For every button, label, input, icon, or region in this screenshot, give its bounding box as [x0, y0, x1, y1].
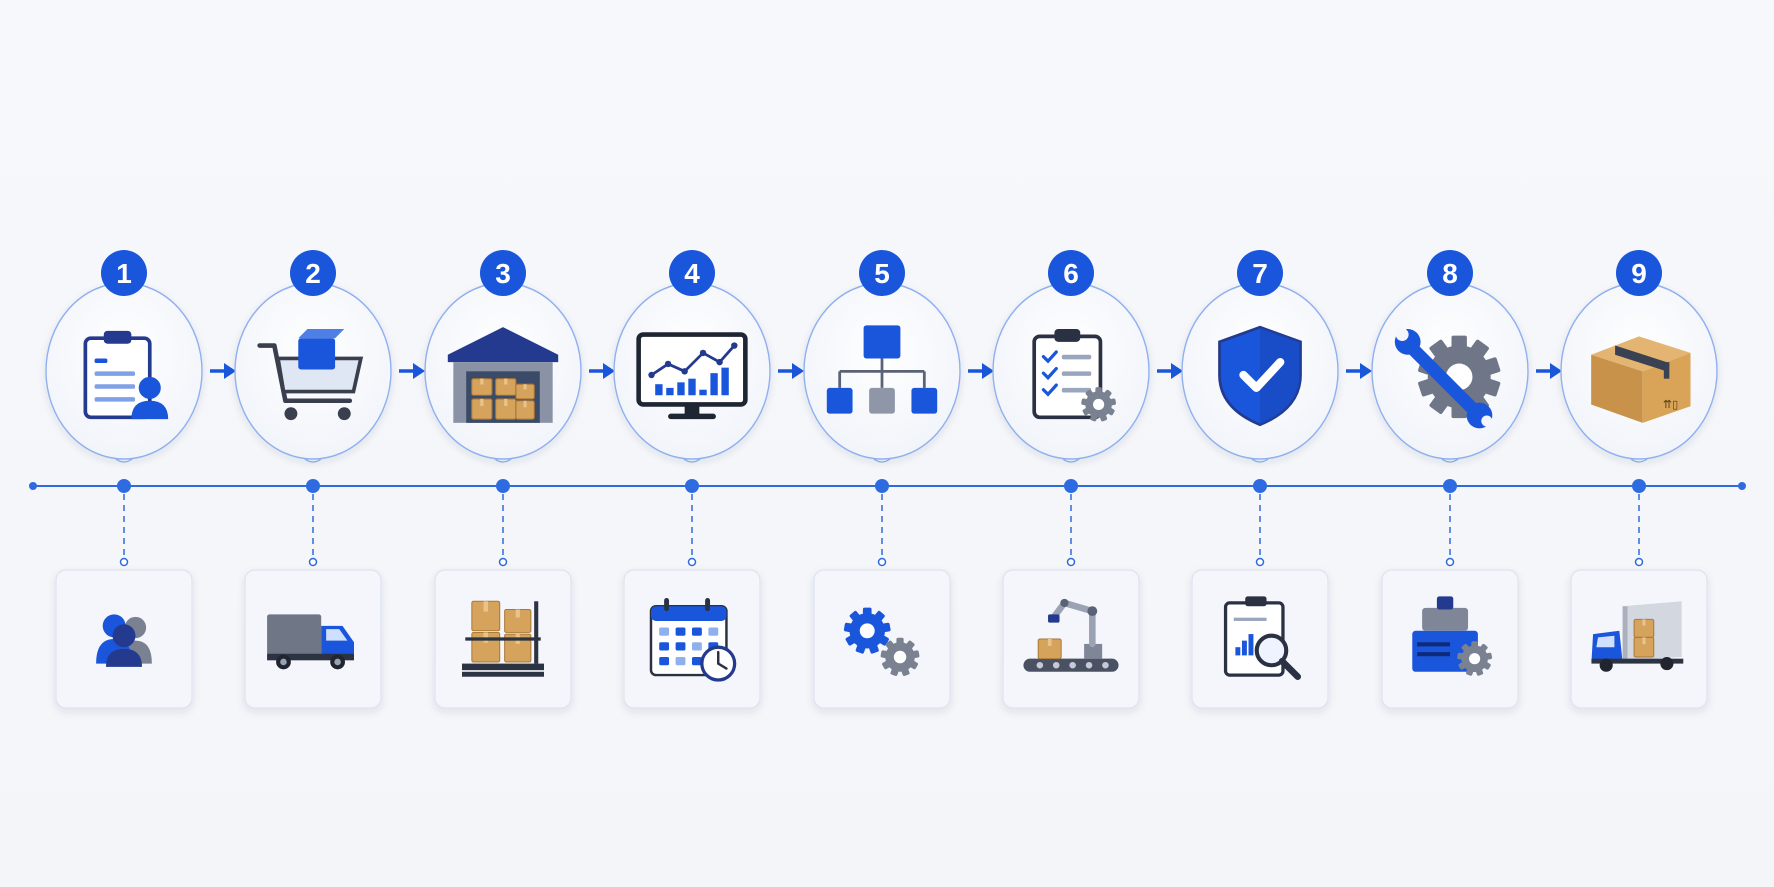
- step-8: 8: [1371, 250, 1529, 709]
- warehouse-icon: [447, 327, 559, 423]
- step-number-badge: 1: [101, 250, 147, 296]
- timeline-node: [1253, 479, 1267, 493]
- connector-end-dot: [1066, 557, 1076, 567]
- timeline-end-dot: [1738, 482, 1746, 490]
- connector-end-dot: [308, 557, 318, 567]
- wrench-gear-icon: [1394, 328, 1501, 429]
- connector-end-dot: [1445, 557, 1455, 567]
- detail-card: [1002, 569, 1140, 709]
- timeline-node: [306, 479, 320, 493]
- step-2: 2: [234, 250, 392, 709]
- step-number: 6: [1063, 258, 1079, 289]
- calendar-clock-icon: [649, 598, 737, 682]
- step-number-badge: 3: [480, 250, 526, 296]
- timeline-node: [875, 479, 889, 493]
- connector-end-dot: [877, 557, 887, 567]
- machine-gear-icon: [1412, 596, 1493, 676]
- timeline-node: [685, 479, 699, 493]
- gears-icon: [843, 607, 920, 676]
- flow-arrow: [1536, 363, 1562, 379]
- flow-arrow: [210, 363, 236, 379]
- timeline-node: [1632, 479, 1646, 493]
- step-7: 7: [1181, 250, 1339, 709]
- step-6: 6: [992, 250, 1150, 709]
- step-number-badge: 8: [1427, 250, 1473, 296]
- timeline-node: [1064, 479, 1078, 493]
- step-5: 5: [803, 250, 961, 709]
- shield-check-icon: [1218, 325, 1302, 427]
- flow-arrow: [589, 363, 615, 379]
- clipboard-user-icon: [83, 330, 169, 420]
- shopping-cart-icon: [257, 329, 364, 421]
- package-box-icon: ⇈▯: [1591, 336, 1691, 423]
- users-icon: [96, 614, 152, 667]
- connector-end-dot: [1634, 557, 1644, 567]
- step-number-badge: 2: [290, 250, 336, 296]
- step-9: 9 ⇈▯: [1560, 250, 1718, 709]
- pallet-boxes-icon: [462, 600, 544, 677]
- step-number-badge: 6: [1048, 250, 1094, 296]
- timeline-start-dot: [29, 482, 37, 490]
- step-number-badge: 9: [1616, 250, 1662, 296]
- step-number: 9: [1631, 258, 1647, 289]
- svg-text:⇈▯: ⇈▯: [1663, 398, 1678, 411]
- step-1: 1: [45, 250, 203, 709]
- delivery-truck-icon: [267, 614, 354, 670]
- step-number: 8: [1442, 258, 1458, 289]
- step-number-badge: 4: [669, 250, 715, 296]
- timeline-node: [1443, 479, 1457, 493]
- step-number: 7: [1252, 258, 1268, 289]
- connector-end-dot: [687, 557, 697, 567]
- flow-arrow: [399, 363, 425, 379]
- robotic-arm-conveyor-icon: [1023, 598, 1119, 672]
- step-number: 5: [874, 258, 890, 289]
- checklist-gear-icon: [1032, 329, 1116, 422]
- hierarchy-icon: [826, 325, 938, 414]
- flow-arrow: [1346, 363, 1372, 379]
- step-4: 4: [613, 250, 771, 709]
- step-number: 3: [495, 258, 511, 289]
- connector-end-dot: [1255, 557, 1265, 567]
- timeline-node: [117, 479, 131, 493]
- step-number-badge: 5: [859, 250, 905, 296]
- box-truck-icon: [1591, 601, 1684, 672]
- analytics-monitor-icon: [636, 332, 748, 420]
- step-3: 3: [424, 250, 582, 709]
- report-magnifier-icon: [1223, 596, 1301, 680]
- flow-arrow: [1157, 363, 1183, 379]
- connector-end-dot: [498, 557, 508, 567]
- step-number: 2: [305, 258, 321, 289]
- flow-arrow: [778, 363, 804, 379]
- step-number-badge: 7: [1237, 250, 1283, 296]
- step-number: 4: [684, 258, 700, 289]
- connector-end-dot: [119, 557, 129, 567]
- timeline-node: [496, 479, 510, 493]
- flow-arrow: [968, 363, 994, 379]
- step-number: 1: [116, 258, 132, 289]
